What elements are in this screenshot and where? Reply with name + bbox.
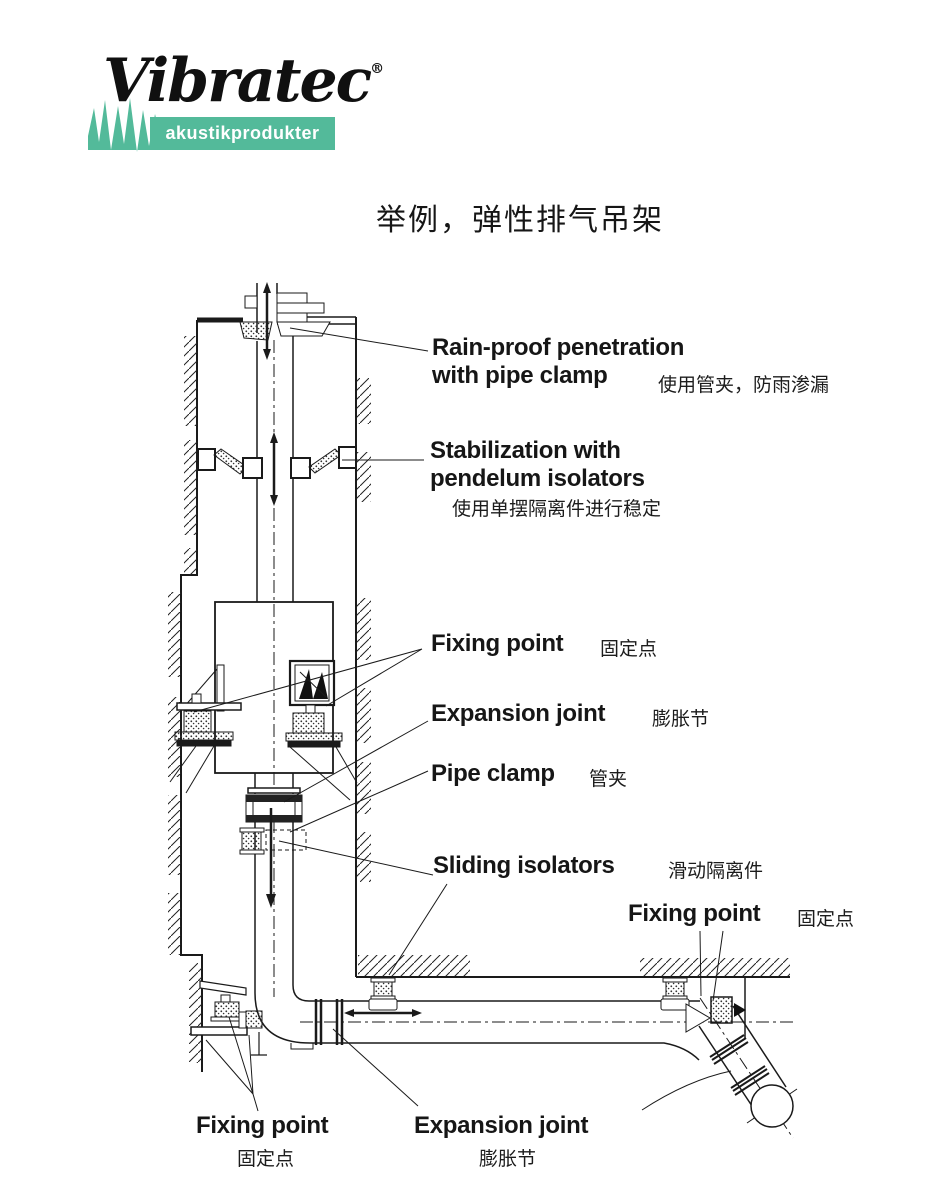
page-title: 举例，弹性排气吊架 [376,203,664,238]
outlet-bend [685,996,794,1128]
elbow-fixing-mounts [190,980,263,1036]
expansion-joint-vertical [245,787,303,823]
label-sliding-isolators-zh: 滑动隔离件 [668,860,764,882]
logo-tagline-banner: akustikprodukter [150,117,335,150]
flow-arrows [263,282,422,1017]
expansion-joint-horizontal [314,999,344,1045]
fixing-mounts [169,659,358,801]
exhaust-duct [251,283,787,1107]
label-fixing-point-mid: Fixing point [431,630,564,657]
label-rain-proof-penetration: Rain-proof penetration with pipe clamp [432,334,685,389]
logo-zigzag-icon [88,98,161,152]
label-pipe-clamp-zh: 管夹 [589,768,628,790]
label-fixing-point-right-zh: 固定点 [797,908,855,930]
label-expansion-joint-mid: Expansion joint [431,700,606,727]
label-stabilization: Stabilization with pendelum isolators [430,437,645,492]
label-stabilization-zh: 使用单摆隔离件进行稳定 [452,498,662,520]
label-sliding-isolators: Sliding isolators [433,852,615,879]
label-fixing-point-bottom: Fixing point [196,1112,329,1139]
leader-lines [193,327,732,1112]
label-fixing-point-right: Fixing point [628,900,761,927]
registered-mark: ® [370,61,385,77]
label-expansion-joint-mid-zh: 膨胀节 [652,708,710,730]
logo-brand-text: Vibratec [103,46,372,116]
label-expansion-joint-bottom: Expansion joint [414,1112,589,1139]
label-pipe-clamp: Pipe clamp [431,760,555,787]
logo-wordmark: Vibratec® [103,46,384,116]
logo-tagline-text: akustikprodukter [165,123,320,143]
sliding-isolator-mid [239,827,307,855]
outlet-fan [750,1084,794,1128]
label-fixing-point-mid-zh: 固定点 [600,638,658,660]
pendulum-isolators [197,446,357,479]
label-rain-proof-zh: 使用管夹，防雨渗漏 [658,374,830,396]
sliding-isolators-floor [368,977,690,1011]
label-expansion-joint-bottom-zh: 膨胀节 [479,1148,537,1170]
label-fixing-point-bottom-zh: 固定点 [237,1148,295,1170]
